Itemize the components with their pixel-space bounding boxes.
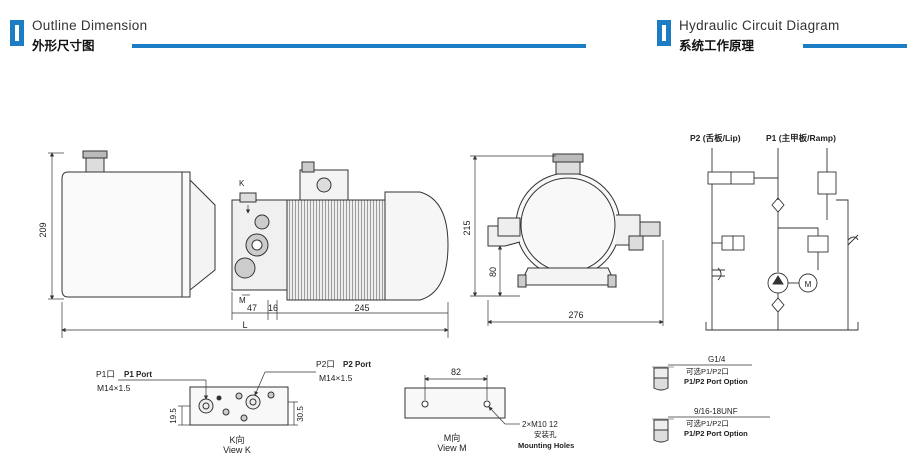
dim-47: 47 — [247, 303, 257, 313]
dim-30-5: 30.5 — [296, 406, 305, 422]
view-m-dimensions — [424, 375, 520, 425]
dim-276: 276 — [568, 310, 583, 320]
port-option-2-zh: 可选P1/P2口 — [686, 418, 729, 428]
view-k-dimensions — [118, 371, 316, 426]
label-m: M — [239, 296, 246, 305]
label-k: K — [239, 179, 245, 188]
port-option-2-en: P1/P2 Port Option — [684, 429, 748, 438]
port-option-leaders — [668, 364, 770, 418]
header-title-zh: 系统工作原理 — [679, 39, 755, 53]
view-k-p1-label-zh: P1口 — [96, 369, 115, 379]
view-k-p2-thread: M14×1.5 — [319, 373, 353, 383]
dim-19-5: 19.5 — [169, 408, 178, 424]
view-k-caption-zh: K向 — [229, 434, 244, 445]
circuit-p2-label: P2 (舌板/Lip) — [690, 133, 741, 143]
view-k-p2-label-zh: P2口 — [316, 359, 335, 369]
header-marker-icon — [10, 20, 24, 46]
dim-209: 209 — [38, 222, 48, 237]
header-rule — [132, 44, 586, 48]
port-option-2-fitting — [652, 418, 674, 443]
port-option-1-en: P1/P2 Port Option — [684, 377, 748, 386]
view-m-holes-spec: 2×M10 12 — [522, 420, 558, 429]
view-m-caption-zh: M向 — [444, 432, 461, 443]
front-view-dimensions — [48, 152, 449, 338]
dim-L: L — [242, 320, 247, 330]
view-k-p1-label-en: P1 Port — [124, 370, 152, 379]
view-k-p2-label-en: P2 Port — [343, 360, 371, 369]
dim-245: 245 — [354, 303, 369, 313]
dim-215: 215 — [462, 220, 472, 235]
port-option-1-zh: 可选P1/P2口 — [686, 366, 729, 376]
dim-80: 80 — [488, 267, 498, 277]
header-title-en: Hydraulic Circuit Diagram — [679, 18, 840, 33]
port-option-1-fitting — [652, 366, 674, 391]
header-marker-icon — [657, 20, 671, 46]
circuit-motor-label: M — [805, 280, 812, 289]
port-option-2-thread: 9/16-18UNF — [694, 407, 738, 416]
side-view-dimensions — [470, 155, 664, 326]
circuit-p1-label: P1 (主甲板/Ramp) — [766, 133, 836, 143]
front-view-drawing — [61, 150, 449, 301]
header-rule — [803, 44, 907, 48]
view-k-p1-thread: M14×1.5 — [97, 383, 131, 393]
dim-82: 82 — [451, 367, 461, 377]
view-m-holes-zh: 安装孔 — [534, 429, 557, 439]
port-option-1-thread: G1/4 — [708, 355, 726, 364]
dim-16: 16 — [268, 303, 278, 313]
view-m-drawing — [404, 387, 506, 419]
view-k-caption-en: View K — [223, 445, 251, 455]
hydraulic-circuit-diagram — [705, 148, 859, 331]
header-title-zh: 外形尺寸图 — [32, 39, 95, 53]
header-title-en: Outline Dimension — [32, 18, 148, 33]
view-k-drawing — [189, 386, 289, 426]
side-view-drawing — [487, 153, 661, 288]
view-m-holes-en: Mounting Holes — [518, 441, 574, 450]
view-m-caption-en: View M — [437, 443, 466, 453]
